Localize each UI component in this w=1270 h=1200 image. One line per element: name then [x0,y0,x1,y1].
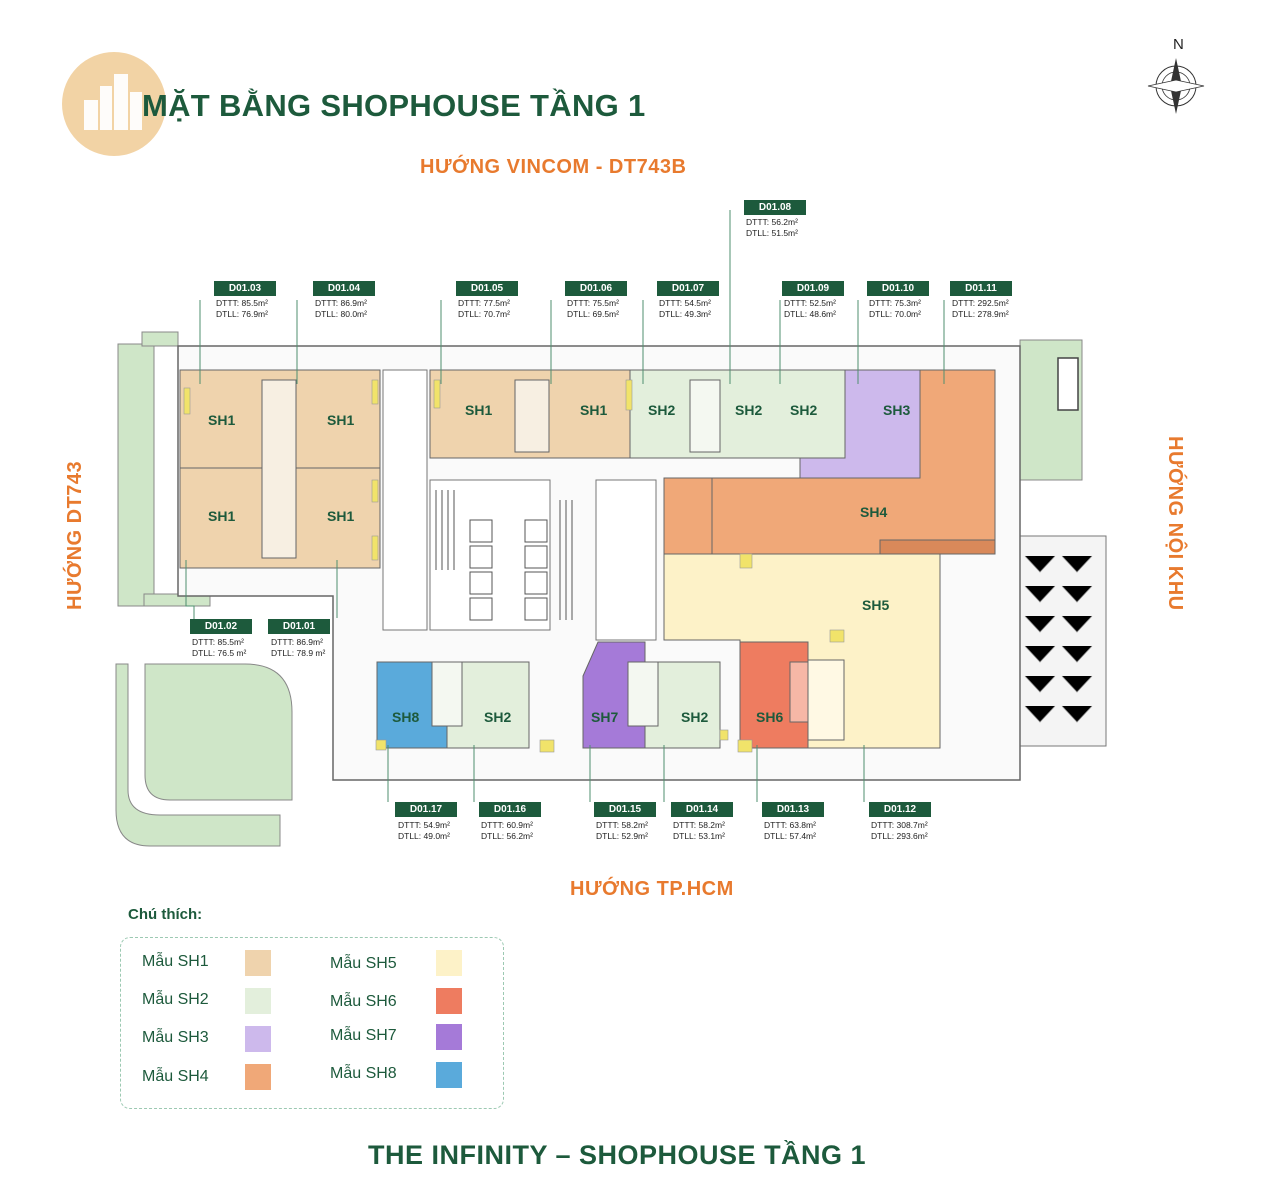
unit-label-sh4: SH4 [860,504,888,520]
direction-top-label: HƯỚNG VINCOM - DT743B [420,156,687,178]
unit-label-sh6: SH6 [756,709,784,725]
legend-swatch-sh8 [436,1062,462,1088]
unit-tag: D01.02 [190,619,252,634]
unit-tag: D01.12 [869,802,931,817]
legend-swatch-sh4 [245,1064,271,1090]
unit-label-sh2: SH2 [735,402,763,418]
footer-title: THE INFINITY – SHOPHOUSE TẦNG 1 [368,1140,867,1170]
corner-garden [144,663,293,801]
unit-tag: D01.06 [565,281,627,296]
unit-tag: D01.04 [313,281,375,296]
compass-icon [1147,58,1205,114]
unit-label-sh1: SH1 [327,412,355,428]
unit-tag: D01.15 [594,802,656,817]
legend-title: Chú thích: [128,906,203,923]
legend-item-label: Mẫu SH7 [330,1027,397,1044]
legend-swatch-sh6 [436,988,462,1014]
corridor-west [382,369,428,631]
unit-tag: D01.13 [762,802,824,817]
garden-bottom-left [143,593,211,607]
unit-label-sh2: SH2 [681,709,709,725]
legend-item-label: Mẫu SH6 [330,993,397,1010]
page-title: MẶT BẰNG SHOPHOUSE TẦNG 1 [142,88,646,123]
garden-left [117,343,155,607]
unit-label-sh1: SH1 [465,402,493,418]
unit-tag: D01.14 [671,802,733,817]
unit-label-sh7: SH7 [591,709,619,725]
unit-tag: D01.07 [657,281,719,296]
unit-label-sh2: SH2 [484,709,512,725]
legend-swatch-sh7 [436,1024,462,1050]
unit-label-sh1: SH1 [208,412,236,428]
legend-swatch-sh1 [245,950,271,976]
unit-label-sh1: SH1 [580,402,608,418]
legend-item-label: Mẫu SH4 [142,1068,209,1085]
legend-swatch-sh3 [245,1026,271,1052]
unit-label-sh5: SH5 [862,597,890,613]
unit-tag: D01.01 [268,619,330,634]
unit-label-sh3: SH3 [883,402,911,418]
city-buildings-icon [84,74,142,130]
garden-top-left [141,331,179,347]
restrooms [595,479,657,641]
corner-garden-path [115,663,281,847]
legend-swatch-sh5 [436,950,462,976]
unit-tag: D01.16 [479,802,541,817]
sh1-service-core [261,379,297,559]
core-elevators [429,479,551,631]
unit-tag: D01.17 [395,802,457,817]
unit-tag: D01.11 [950,281,1012,296]
unit-tag: D01.09 [782,281,844,296]
parking-ramp [1017,535,1107,747]
legend-item-label: Mẫu SH8 [330,1065,397,1082]
legend-item-label: Mẫu SH1 [142,953,209,970]
compass-north-label: N [1173,36,1184,53]
legend-item-label: Mẫu SH2 [142,991,209,1008]
planter-right [1057,357,1079,411]
legend-item-label: Mẫu SH5 [330,955,397,972]
direction-bottom-label: HƯỚNG TP.HCM [570,878,734,900]
legend-item-label: Mẫu SH3 [142,1029,209,1046]
unit-tag: D01.08 [744,200,806,215]
unit-tag: D01.05 [456,281,518,296]
unit-tag: D01.03 [214,281,276,296]
unit-label-sh1: SH1 [327,508,355,524]
sh2-top-row [629,369,846,459]
unit-label-sh1: SH1 [208,508,236,524]
legend-box [120,937,504,1109]
unit-label-sh2: SH2 [648,402,676,418]
unit-label-sh8: SH8 [392,709,420,725]
logo-circle [62,52,166,156]
unit-label-sh2: SH2 [790,402,818,418]
unit-tag: D01.10 [867,281,929,296]
legend-swatch-sh2 [245,988,271,1014]
